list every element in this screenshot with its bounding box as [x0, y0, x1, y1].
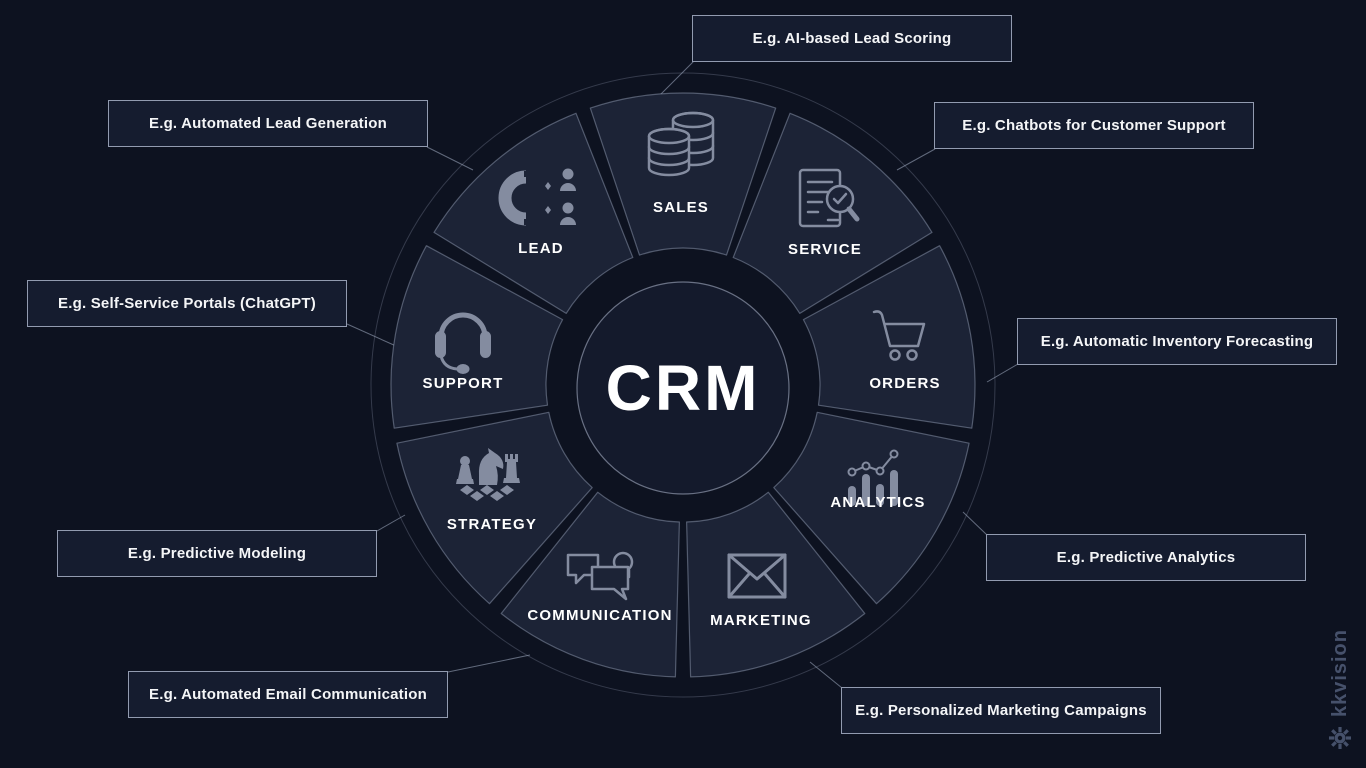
- gear-icon: [1329, 727, 1351, 749]
- shopping-cart-icon: [872, 310, 926, 361]
- segment-wedge-support: [390, 245, 564, 429]
- segment-label-communication: COMMUNICATION: [527, 607, 672, 624]
- watermark-text: kkvision: [1328, 628, 1351, 717]
- example-box-orders: E.g. Automatic Inventory Forecasting: [1017, 318, 1337, 365]
- segment-wedge-communication: [500, 491, 680, 678]
- example-box-lead-text: E.g. Automated Lead Generation: [149, 115, 387, 132]
- chess-pieces-icon: [456, 448, 520, 501]
- connector-line-strategy: [376, 514, 406, 532]
- chat-bubbles-icon: [566, 551, 634, 601]
- example-box-strategy-text: E.g. Predictive Modeling: [127, 545, 307, 562]
- magnet-icon: [498, 168, 576, 226]
- envelope-icon: [727, 553, 787, 599]
- segment-label-marketing: MARKETING: [710, 612, 812, 629]
- headset-icon: [435, 312, 491, 374]
- segment-wedge-orders: [802, 245, 976, 429]
- center-title: CRM: [606, 352, 761, 424]
- example-box-service: E.g. Chatbots for Customer Support: [934, 102, 1254, 149]
- example-box-communication-text: E.g. Automated Email Communication: [149, 686, 427, 703]
- connector-line-support: [346, 323, 397, 347]
- example-box-sales-text: E.g. AI-based Lead Scoring: [752, 30, 952, 47]
- segment-sales: SALES: [589, 92, 777, 256]
- outer-ring: [370, 72, 996, 698]
- example-box-marketing: E.g. Personalized Marketing Campaigns: [841, 687, 1161, 734]
- segment-label-orders: ORDERS: [869, 375, 940, 392]
- segment-orders: ORDERS: [802, 245, 976, 429]
- watermark: kkvision: [1328, 629, 1352, 750]
- example-box-support-text: E.g. Self-Service Portals (ChatGPT): [58, 295, 316, 312]
- example-box-service-text: E.g. Chatbots for Customer Support: [962, 117, 1226, 134]
- example-box-marketing-text: E.g. Personalized Marketing Campaigns: [855, 702, 1147, 719]
- example-box-analytics: E.g. Predictive Analytics: [986, 534, 1306, 581]
- segment-analytics: ANALYTICS: [773, 411, 970, 605]
- segment-wedge-analytics: [773, 411, 970, 605]
- segment-strategy: STRATEGY: [396, 411, 593, 605]
- segment-label-lead: LEAD: [518, 240, 564, 257]
- segment-support: SUPPORT: [390, 245, 564, 429]
- coin-stacks-icon: [647, 111, 715, 177]
- example-box-lead: E.g. Automated Lead Generation: [108, 100, 428, 147]
- segment-wedge-lead: [433, 112, 634, 314]
- bar-chart-icon: [847, 449, 899, 506]
- connector-line-lead: [426, 146, 474, 171]
- segment-label-support: SUPPORT: [423, 375, 504, 392]
- segment-communication: COMMUNICATION: [500, 491, 680, 678]
- center-circle: [576, 281, 790, 495]
- connector-line-communication: [447, 654, 531, 673]
- segment-marketing: MARKETING: [686, 491, 866, 678]
- document-magnifier-icon: [798, 168, 860, 228]
- segment-label-analytics: ANALYTICS: [830, 494, 925, 511]
- connector-line-marketing: [809, 661, 843, 689]
- example-box-sales: E.g. AI-based Lead Scoring: [692, 15, 1012, 62]
- example-box-analytics-text: E.g. Predictive Analytics: [1056, 549, 1236, 566]
- segment-label-sales: SALES: [653, 199, 709, 216]
- segment-wedge-strategy: [396, 411, 593, 605]
- example-box-strategy: E.g. Predictive Modeling: [57, 530, 377, 577]
- example-box-orders-text: E.g. Automatic Inventory Forecasting: [1040, 333, 1314, 350]
- segment-lead: LEAD: [433, 112, 634, 314]
- segment-label-service: SERVICE: [788, 241, 862, 258]
- connector-line-orders: [986, 363, 1019, 383]
- example-box-support: E.g. Self-Service Portals (ChatGPT): [27, 280, 347, 327]
- segment-service: SERVICE: [732, 112, 933, 314]
- example-box-communication: E.g. Automated Email Communication: [128, 671, 448, 718]
- connector-line-analytics: [962, 511, 988, 536]
- segment-label-strategy: STRATEGY: [447, 516, 537, 533]
- connector-line-service: [896, 148, 936, 171]
